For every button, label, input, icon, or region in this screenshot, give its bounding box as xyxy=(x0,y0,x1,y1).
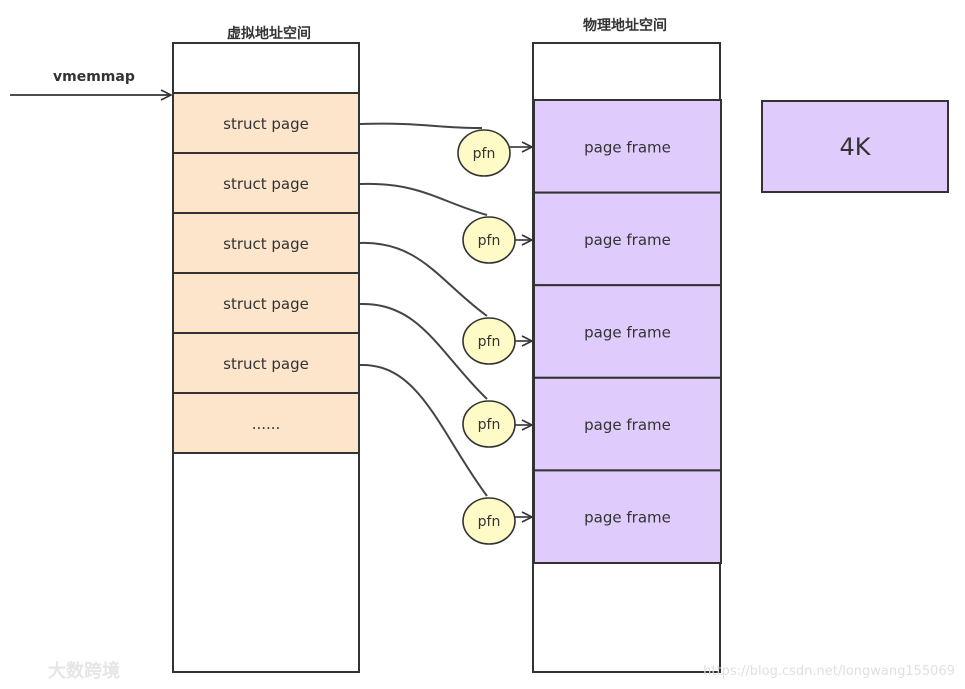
struct-page-label: struct page xyxy=(223,235,309,253)
struct-to-pfn-curve xyxy=(359,241,488,317)
struct-page-label: struct page xyxy=(223,295,309,313)
page-frame-label: page frame xyxy=(584,324,671,342)
watermark-url: https://blog.csdn.net/longwang155069 xyxy=(703,664,955,679)
pfn-bubble xyxy=(462,216,516,264)
page-frame-cell xyxy=(533,376,722,472)
pfn-bubble xyxy=(462,400,516,448)
struct-to-pfn-curve xyxy=(359,302,488,400)
struct-page-label: struct page xyxy=(223,175,309,193)
pfn-bubble xyxy=(462,317,516,365)
page-frame-label: page frame xyxy=(584,138,671,156)
struct-page-cell xyxy=(172,332,360,394)
pfn-label: pfn xyxy=(478,233,501,249)
struct-page-label: ...... xyxy=(252,415,281,433)
struct-page-cell xyxy=(172,212,360,274)
struct-to-pfn-curve xyxy=(359,182,488,216)
pfn-label: pfn xyxy=(473,146,496,162)
virtual-space-title: 虚拟地址空间 xyxy=(227,25,311,42)
struct-to-pfn-curve xyxy=(359,363,488,497)
struct-to-pfn-curve xyxy=(359,122,483,130)
struct-page-cell xyxy=(172,92,360,154)
struct-page-label: struct page xyxy=(223,115,309,133)
watermark-logo: 大数跨境 xyxy=(48,660,120,682)
struct-page-label: struct page xyxy=(223,355,309,373)
page-frame-list: page frame page frame page frame page frame… xyxy=(533,99,722,564)
page-frame-cell xyxy=(533,191,722,287)
vmemmap-label: vmemmap xyxy=(53,69,135,85)
page-frame-cell xyxy=(533,469,722,564)
page-frame-cell xyxy=(533,99,722,194)
pfn-connectors: pfn pfn pfn pfn pfn xyxy=(359,122,532,545)
page-frame-label: page frame xyxy=(584,509,671,527)
page-frame-label: page frame xyxy=(584,231,671,249)
page-frame-cell xyxy=(533,284,722,379)
page-size-box xyxy=(761,100,949,193)
pfn-bubble xyxy=(462,497,516,545)
page-frame-label: page frame xyxy=(584,416,671,434)
pfn-bubble xyxy=(457,129,511,177)
struct-page-list: struct page struct page struct page struct … xyxy=(172,92,360,454)
pfn-label: pfn xyxy=(478,334,501,350)
pfn-label: pfn xyxy=(478,514,501,530)
page-size-label: 4K xyxy=(839,133,871,161)
physical-space-title: 物理地址空间 xyxy=(583,17,667,34)
struct-page-cell xyxy=(172,392,360,454)
pfn-label: pfn xyxy=(478,417,501,433)
